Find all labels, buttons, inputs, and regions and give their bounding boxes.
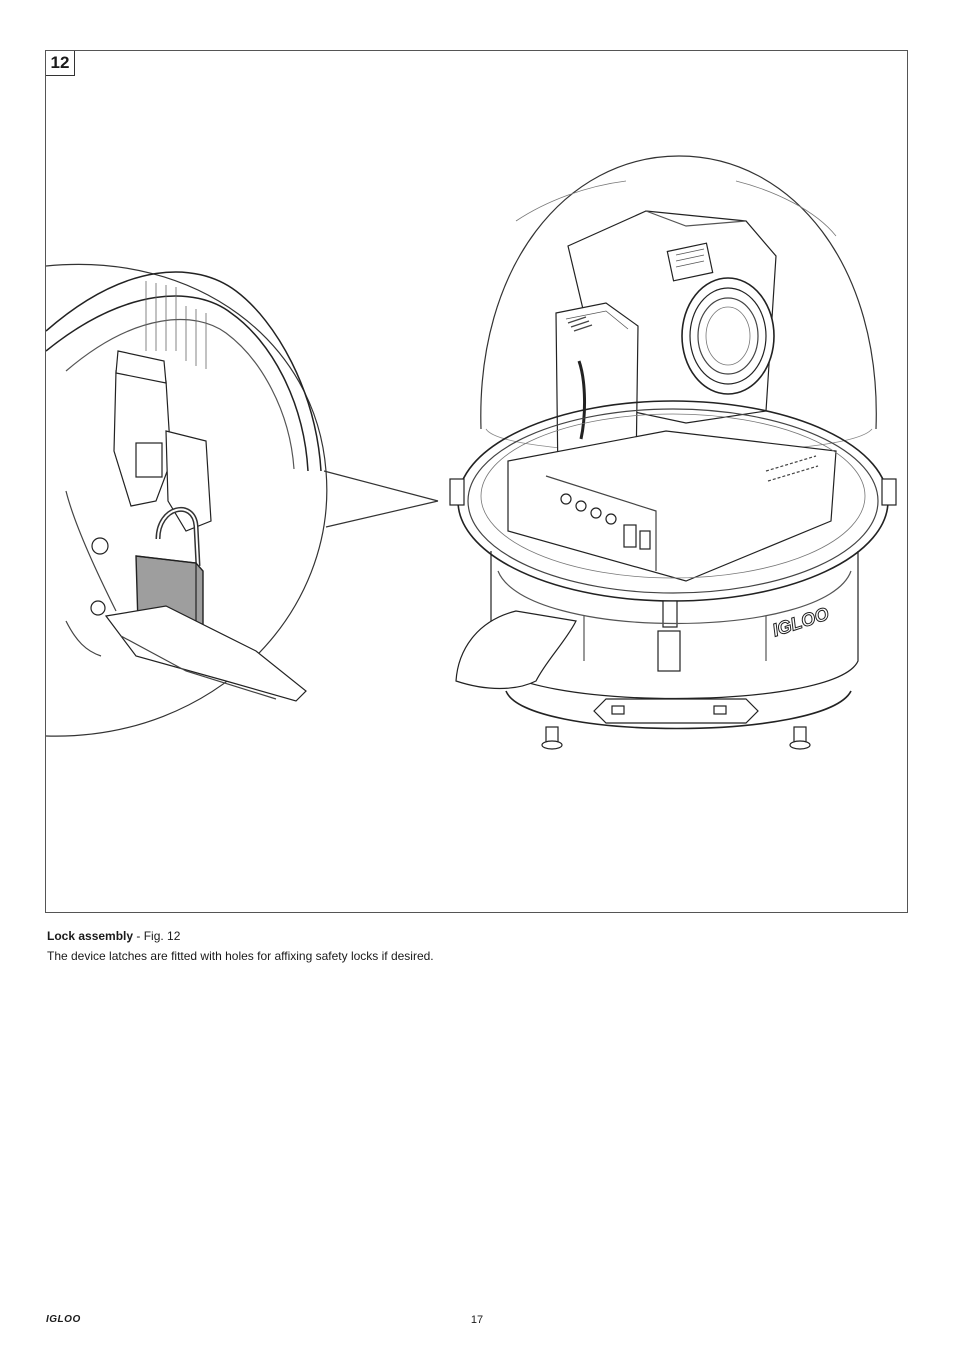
footer-brand: IGLOO <box>46 1314 81 1325</box>
caption-heading-line: Lock assembly - Fig. 12 <box>47 926 907 946</box>
lock-assembly-illustration: IGLOO <box>46 155 897 750</box>
caption-body: The device latches are fitted with holes… <box>47 949 434 963</box>
igloo-enclosure-drawing: IGLOO <box>449 155 897 750</box>
figure-caption: Lock assembly - Fig. 12 The device latch… <box>47 926 907 966</box>
figure-frame: IGLOO <box>45 50 908 913</box>
caption-title: Lock assembly <box>47 929 134 943</box>
page-number: 17 <box>470 1314 484 1326</box>
igloo-body-label: IGLOO <box>770 603 831 640</box>
padlock-detail-callout <box>46 263 439 737</box>
caption-fig-ref: - Fig. 12 <box>133 929 181 943</box>
figure-number: 12 <box>46 51 75 76</box>
